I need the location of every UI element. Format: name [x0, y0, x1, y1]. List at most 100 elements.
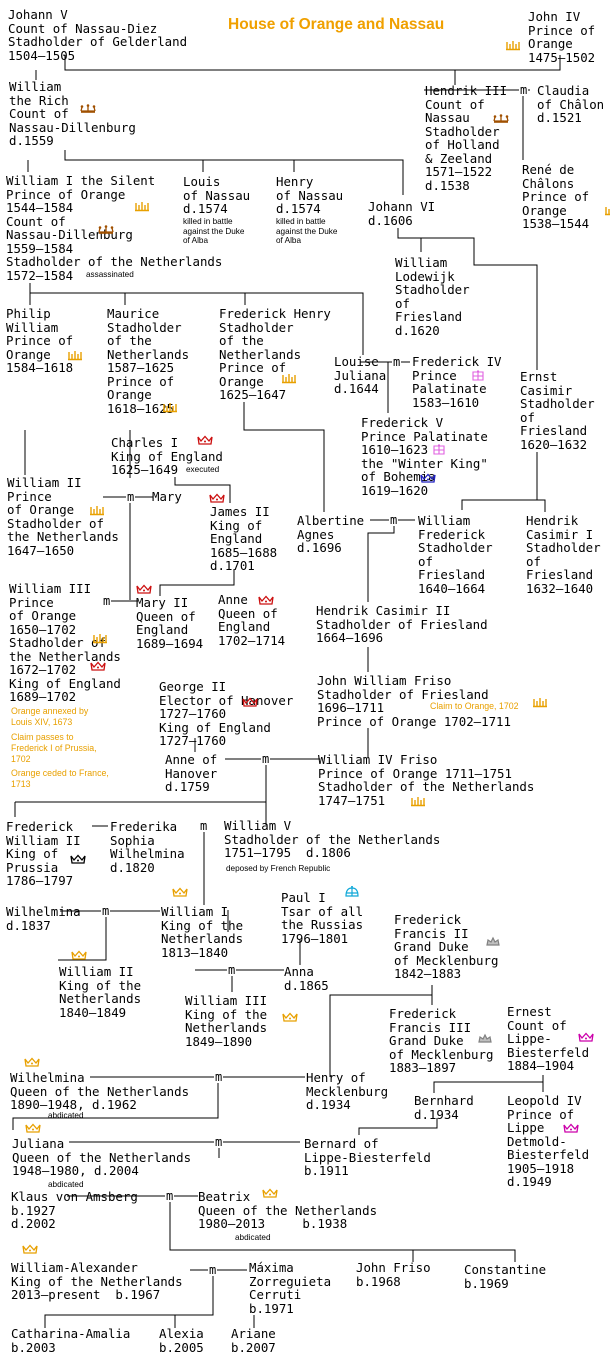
marriage-marker: m	[392, 355, 402, 369]
person-william-iii-king: William III King of the Netherlands 1849…	[185, 993, 268, 1049]
person-klaus-von-amsberg: Klaus von Amsberg b.1927 d.2002	[11, 1189, 138, 1231]
note-abdicated-beatrix: abdicated	[235, 1233, 271, 1242]
note-abdicated-juliana: abdicated	[48, 1180, 84, 1189]
note-deposed: deposed by French Republic	[226, 864, 331, 873]
person-ernst-casimir: Ernst Casimir Stadholder of Friesland 16…	[520, 369, 595, 452]
person-hendrik-iii: Hendrik III Count of Nassau Stadholder o…	[425, 83, 508, 193]
person-ariane: Ariane b.2007	[231, 1326, 276, 1355]
marriage-marker: m	[261, 752, 271, 766]
marriage-marker: m	[214, 1070, 224, 1084]
wilhelmina-crown-icon	[24, 1057, 40, 1067]
frederick-francis-ii-crown-icon	[486, 936, 500, 946]
person-johann-vi: Johann VI d.1606	[368, 199, 436, 228]
leopold-iv-crown-icon	[563, 1123, 579, 1133]
william-i-coronet-icon	[98, 225, 114, 234]
marriage-marker: m	[102, 594, 112, 608]
ernest-lippe-crown-icon	[578, 1032, 594, 1042]
john-iv-orange-crown-icon	[506, 41, 520, 51]
person-william-alexander: William-Alexander King of the Netherland…	[11, 1260, 183, 1302]
person-hendrik-casimir-ii: Hendrik Casimir II Stadholder of Friesla…	[316, 603, 488, 645]
marriage-marker: m	[101, 904, 111, 918]
charles-i-crown-icon	[197, 435, 213, 445]
person-constantine: Constantine b.1969	[464, 1262, 547, 1291]
person-rene-de-chalons: René de Châlons Prince of Orange 1538–15…	[522, 162, 590, 231]
person-mary-ii: Mary II Queen of England 1689–1694	[136, 595, 204, 651]
anne-crown-icon	[258, 595, 274, 605]
person-frederick-v: Frederick V Prince Palatinate 1610–1623 …	[361, 415, 488, 498]
person-william-lodewijk: William Lodewijk Stadholder of Friesland…	[395, 255, 470, 338]
william-iii-king-crown-icon	[282, 1012, 298, 1022]
john-william-friso-orange-crown-icon	[533, 698, 547, 708]
hendrik-iii-coronet-icon	[493, 114, 509, 123]
person-william-iii: William III Prince of Orange 1650–1702 S…	[9, 581, 121, 704]
person-frederick-francis-iii: Frederick Francis III Grand Duke of Meck…	[389, 1006, 494, 1075]
frederick-v-palatinate-hat-icon	[433, 444, 445, 455]
person-william-ii: William II Prince of Orange Stadholder o…	[7, 475, 119, 558]
person-frederick-francis-ii: Frederick Francis II Grand Duke of Meckl…	[394, 912, 499, 981]
person-maurice: Maurice Stadholder of the Netherlands 15…	[107, 306, 190, 416]
maurice-orange-crown-icon	[163, 403, 177, 413]
person-hendrik-casimir-i: Hendrik Casimir I Stadholder of Frieslan…	[526, 513, 601, 596]
note-claim-to-orange: Claim to Orange, 1702	[430, 701, 519, 711]
person-anna: Anna d.1865	[284, 964, 329, 993]
marriage-marker: m	[199, 819, 209, 833]
person-catharina-amalia: Catharina-Amalia b.2003	[11, 1326, 131, 1355]
william-i-king-crown-icon	[172, 887, 188, 897]
paul-i-imperial-crown-icon	[345, 886, 359, 897]
person-john-william-friso: John William Friso Stadholder of Friesla…	[317, 673, 511, 729]
person-james-ii: James II King of England 1685–1688 d.170…	[210, 504, 278, 573]
william-ii-orange-crown-icon	[90, 506, 104, 516]
william-iv-orange-crown-icon	[411, 797, 425, 807]
person-george-ii: George II Elector of Hanover 1727–1760 K…	[159, 679, 294, 748]
marriage-marker: m	[214, 1135, 224, 1149]
person-frederick-iv: Frederick IV Prince Palatinate 1583–1610	[412, 354, 502, 410]
marriage-marker: m	[519, 83, 529, 97]
note-claim-prussia: Claim passes to Frederick I of Prussia, …	[11, 732, 97, 764]
frederick-francis-iii-crown-icon	[478, 1033, 492, 1043]
beatrix-crown-icon	[262, 1188, 278, 1198]
juliana-crown-icon	[25, 1123, 41, 1133]
william-rich-coronet-icon	[80, 104, 96, 113]
chart-title: House of Orange and Nassau	[228, 16, 445, 33]
person-john-iv: John IV Prince of Orange 1475–1502	[528, 9, 596, 65]
note-orange-ceded: Orange ceded to France, 1713	[11, 768, 109, 789]
person-mary: Mary	[152, 489, 182, 504]
person-william-ii-king: William II King of the Netherlands 1840–…	[59, 964, 142, 1020]
note-henry-killed: killed in battle against the Duke of Alb…	[276, 217, 338, 245]
person-william-v: William V Stadholder of the Netherlands …	[224, 818, 441, 860]
person-william-the-rich: William the Rich Count of Nassau-Dillenb…	[9, 79, 136, 148]
marriage-marker: m	[208, 1263, 218, 1277]
person-william-i-the-silent: William I the Silent Prince of Orange 15…	[6, 173, 223, 283]
person-alexia: Alexia b.2005	[159, 1326, 204, 1355]
note-assassinated: assassinated	[86, 270, 134, 279]
william-i-orange-crown-icon	[135, 202, 149, 212]
person-claudia-of-chalon: Claudia of Châlon d.1521	[537, 83, 605, 125]
person-maxima: Máxima Zorreguieta Cerruti b.1971	[249, 1260, 332, 1316]
marriage-marker: m	[165, 1189, 175, 1203]
frederick-henry-orange-crown-icon	[282, 374, 296, 384]
person-william-i-king: William I King of the Netherlands 1813–1…	[161, 904, 244, 960]
person-ernest-lippe-biesterfeld: Ernest Count of Lippe- Biesterfeld 1884–…	[507, 1004, 590, 1073]
person-louise-juliana: Louise Juliana d.1644	[334, 354, 387, 396]
person-leopold-iv: Leopold IV Prince of Lippe Detmold- Bies…	[507, 1093, 590, 1189]
frederick-v-bohemia-crown-icon	[420, 473, 436, 483]
note-executed: executed	[186, 465, 220, 474]
willem-alexander-crown-icon	[22, 1244, 38, 1254]
george-ii-crown-icon	[242, 697, 258, 707]
rene-orange-crown-icon	[605, 207, 610, 216]
person-anne-of-hanover: Anne of Hanover d.1759	[165, 752, 218, 794]
person-johann-v: Johann V Count of Nassau-Diez Stadholder…	[8, 7, 188, 63]
william-ii-king-crown-icon	[71, 950, 87, 960]
james-ii-crown-icon	[209, 493, 225, 503]
person-henry-of-mecklenburg: Henry of Mecklenburg d.1934	[306, 1070, 389, 1112]
person-wilhelmina-1837: Wilhelmina d.1837	[6, 904, 81, 933]
person-william-iv-friso: William IV Friso Prince of Orange 1711–1…	[318, 752, 535, 808]
person-bernhard: Bernhard d.1934	[414, 1093, 474, 1122]
william-iii-england-crown-icon	[90, 661, 106, 671]
person-philip-william: Philip William Prince of Orange 1584–161…	[6, 306, 74, 375]
person-wilhelmina-queen: Wilhelmina Queen of the Netherlands 1890…	[10, 1070, 190, 1112]
frederick-william-ii-crown-icon	[70, 854, 86, 864]
marriage-marker: m	[389, 513, 399, 527]
person-frederick-william-ii: Frederick William II King of Prussia 178…	[6, 819, 81, 888]
